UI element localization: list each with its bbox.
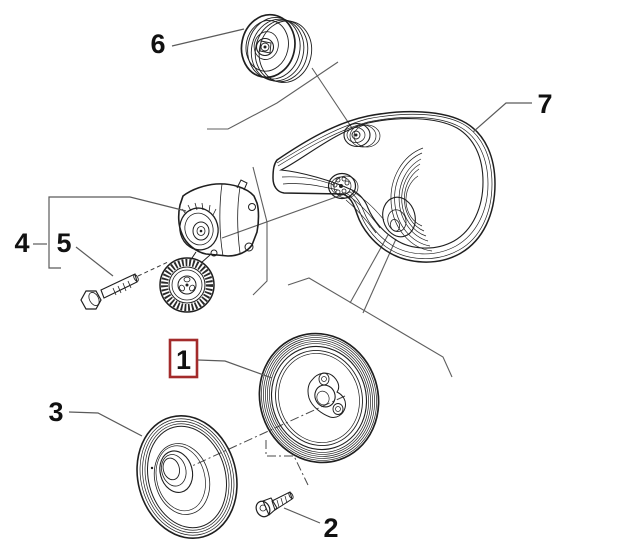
- part-2-bolt-drawing: [255, 491, 294, 518]
- leader-line-6: [171, 28, 245, 47]
- callout-label-1[interactable]: 1: [176, 345, 191, 375]
- leader-line-3: [68, 411, 143, 437]
- tensioner-pulley: [159, 257, 215, 313]
- leader-line-2: [283, 507, 321, 524]
- axis-crank-to-bolt2: [265, 440, 309, 486]
- hidden-pulley-in-loop: [390, 147, 433, 252]
- witness-line-pulley6-to-belt: [311, 67, 353, 129]
- callout-label-6[interactable]: 6: [150, 29, 165, 59]
- callout-5[interactable]: 5: [56, 228, 114, 277]
- callout-label-5[interactable]: 5: [56, 228, 71, 258]
- witness-line-top-left: [207, 61, 339, 130]
- witness-line-belt-to-crank-b: [362, 238, 397, 314]
- axis-crank-to-damper: [191, 395, 346, 467]
- part-3-damper-disc-drawing: [136, 414, 238, 540]
- belt-tensioner-position-pulley: [327, 172, 359, 200]
- callout-4[interactable]: 4: [14, 196, 187, 269]
- bracket-line-4: [48, 196, 187, 269]
- belt-idler-position-pulley: [343, 122, 381, 148]
- part-1-crank-pulley-drawing: [258, 332, 380, 464]
- part-7-belt-drawing: [272, 110, 496, 263]
- witness-line-belt-to-crank-a: [349, 234, 389, 304]
- leader-line-5: [75, 246, 114, 277]
- axis-bolt5-to-tensioner: [137, 261, 169, 277]
- highlight-box-1[interactable]: [168, 338, 199, 379]
- callout-1-highlighted[interactable]: 1: [168, 338, 273, 379]
- axis-lines: [137, 261, 346, 486]
- callout-label-2[interactable]: 2: [323, 513, 338, 543]
- leader-line-7: [472, 102, 532, 133]
- leader-line-1: [197, 359, 273, 379]
- callout-3[interactable]: 3: [48, 397, 143, 437]
- witness-line-lower: [287, 277, 453, 378]
- callout-label-4[interactable]: 4: [14, 228, 29, 258]
- witness-line-tensioner-to-belt: [221, 191, 351, 239]
- part-5-bolt-drawing: [80, 273, 139, 310]
- callout-2[interactable]: 2: [283, 507, 339, 543]
- callout-label-7[interactable]: 7: [537, 89, 552, 119]
- witness-line-tensioner-right: [252, 166, 268, 296]
- part-6-idler-pulley-drawing: [240, 13, 313, 83]
- callout-7[interactable]: 7: [472, 89, 553, 133]
- callout-6[interactable]: 6: [150, 28, 245, 59]
- witness-lines: [207, 61, 453, 378]
- part-4-tensioner-drawing: [159, 179, 260, 313]
- callout-label-3[interactable]: 3: [48, 397, 63, 427]
